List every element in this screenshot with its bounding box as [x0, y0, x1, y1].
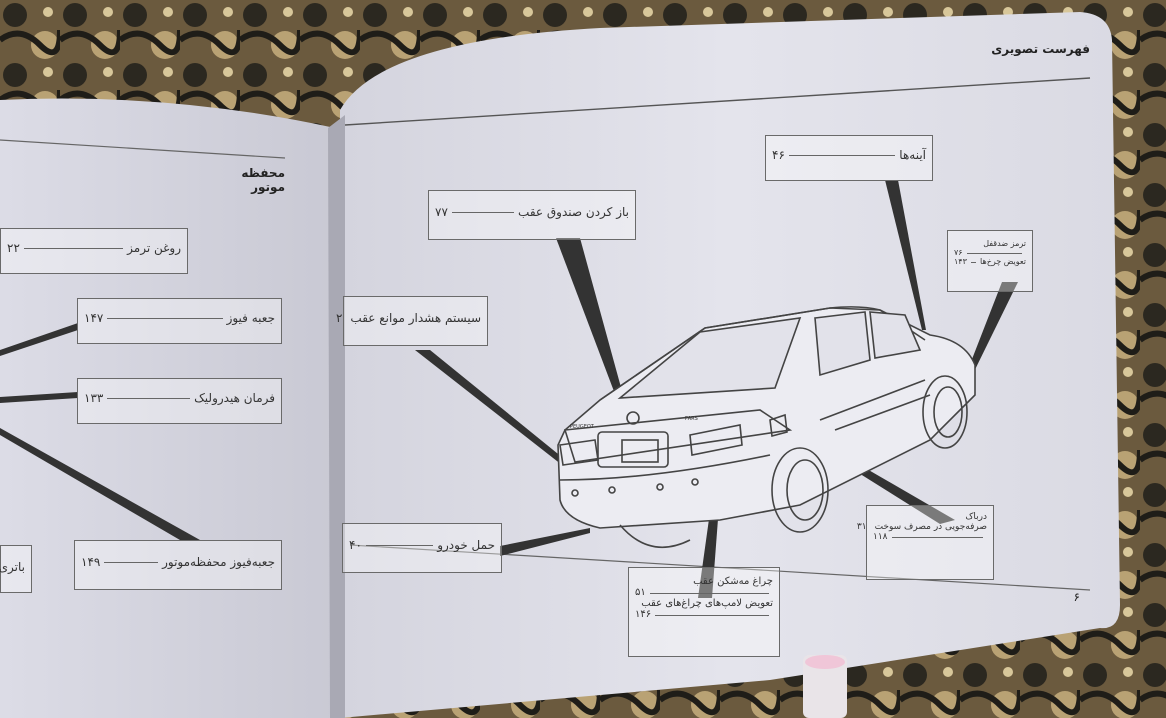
label-power-steering: فرمان هیدرولیک ۱۳۳ [77, 378, 282, 424]
label-text: چراغ مه‌شکن عقب [693, 576, 773, 587]
page-number: ۶ [1073, 590, 1080, 604]
label-battery: باتری [0, 545, 32, 593]
label-text: درباک [965, 512, 987, 522]
label-page: ۵۱ [635, 587, 646, 598]
label-parking-sensor: سیستم هشدار موانع عقب ۲ [336, 296, 488, 346]
label-tires-box: ترمز ضدقفل ۷۶ تعویض چرخ‌ها ۱۴۳ [947, 230, 1033, 292]
label-engine-fuse-box: جعبه‌فیوز محفظه‌موتور ۱۴۹ [74, 540, 282, 590]
label-page: ۷۶ [954, 248, 963, 257]
label-page: ۳۱ [856, 522, 867, 532]
label-text: فرمان هیدرولیک [194, 391, 275, 405]
label-page: ۱۴۳ [954, 257, 967, 266]
label-text: جعبه‌فیوز محفظه‌موتور [162, 555, 275, 569]
label-text: سیستم هشدار موانع عقب [350, 311, 481, 325]
car-illustration [557, 306, 976, 548]
label-page: ۴۰ [349, 538, 362, 552]
label-towing: حمل خودرو ۴۰ [342, 523, 502, 573]
label-text: تعویض چرخ‌ها [980, 257, 1026, 266]
car-badge-model: PARS [685, 416, 698, 422]
label-page: ۲ [335, 311, 343, 325]
label-text: باز کردن صندوق عقب [518, 205, 629, 219]
label-mirrors: آینه‌ها ۴۶ [765, 135, 933, 181]
label-page: ۷۷ [435, 205, 448, 219]
label-page: ۱۱۸ [873, 532, 888, 542]
label-trunk-opening: باز کردن صندوق عقب ۷۷ [428, 190, 636, 240]
label-page: ۲۲ [7, 241, 20, 255]
car-badge-brand: PEUGEOT [570, 424, 595, 430]
label-page: ۱۴۷ [84, 311, 104, 325]
label-page: ۱۴۹ [81, 555, 101, 569]
label-fuse-box: جعبه فیوز ۱۴۷ [77, 298, 282, 344]
pen [803, 655, 847, 718]
left-page [0, 98, 335, 718]
label-text: باتری [0, 560, 25, 574]
label-page: ۱۳۳ [84, 391, 104, 405]
label-text: تعویض لامپ‌های چراغ‌های عقب [641, 598, 773, 609]
label-brake-fluid: روغن ترمز ۲۲ [0, 228, 188, 274]
label-rear-lamps-box: چراغ مه‌شکن عقب ۵۱ تعویض لامپ‌های چراغ‌ه… [628, 567, 780, 657]
right-page-heading: فهرست تصویری [991, 42, 1090, 56]
left-page-heading: محفظه موتور [241, 166, 285, 194]
label-text: روغن ترمز [127, 241, 181, 255]
label-page: ۱۴۶ [635, 609, 652, 620]
label-text: آینه‌ها [899, 148, 926, 162]
label-text: حمل خودرو [437, 538, 495, 552]
label-page: ۴۶ [772, 148, 785, 162]
label-text: ترمز ضدقفل [983, 239, 1026, 248]
label-fuel-box: درباک صرفه‌جویی در مصرف سوخت ۳۱ ۱۱۸ [857, 505, 994, 580]
label-text: جعبه فیوز [226, 311, 275, 325]
label-text: صرفه‌جویی در مصرف سوخت [874, 522, 987, 532]
